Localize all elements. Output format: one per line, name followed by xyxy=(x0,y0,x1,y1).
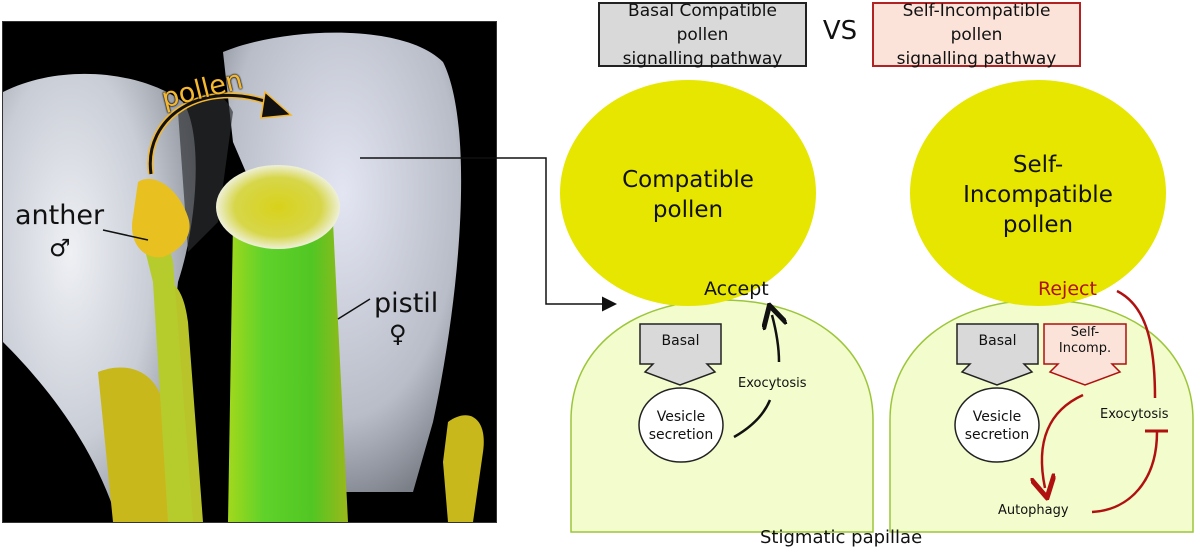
connector-arrow xyxy=(360,157,617,312)
reject-label: Reject xyxy=(1038,278,1097,300)
autophagy-label: Autophagy xyxy=(998,503,1069,518)
flower-illustration xyxy=(3,22,496,522)
si-box-line1: Self- xyxy=(1070,325,1100,340)
vesicle-si-line2: secretion xyxy=(964,427,1030,443)
right-petal xyxy=(223,32,462,492)
autophagy-inhibits-exocytosis xyxy=(1091,431,1159,514)
exocytosis-arrow xyxy=(772,315,779,363)
vesicle-si-line1: Vesicle xyxy=(972,409,1022,425)
vesicle-label: Vesicle secretion xyxy=(640,408,722,444)
compatible-pollen-label: Compatible pollen xyxy=(600,165,776,225)
basal-pathway-header: Basal Compatible pollen signalling pathw… xyxy=(598,0,807,69)
accept-label: Accept xyxy=(704,278,769,300)
exocytosis-to-reject-line xyxy=(1116,289,1157,399)
si-box-line2: Incomp. xyxy=(1058,341,1112,356)
basal-signal-box-si xyxy=(956,323,1039,386)
male-symbol-icon: ♂ xyxy=(49,234,71,262)
basal-header-line2: signalling pathway xyxy=(622,48,783,69)
exocytosis-label: Exocytosis xyxy=(738,376,807,391)
autophagy-arrow xyxy=(1042,393,1084,488)
basal-box-label-si: Basal xyxy=(978,333,1017,349)
compatible-pollen-grain xyxy=(560,80,816,306)
incompatible-pollen-grain xyxy=(910,80,1166,306)
vesicle-secretion-node xyxy=(638,387,724,463)
basal-box-label: Basal xyxy=(661,333,700,349)
compatible-pollen-line1: Compatible xyxy=(622,167,754,193)
incompatible-pollen-label: Self- Incompatible pollen xyxy=(950,150,1126,240)
pistil-shape xyxy=(228,222,348,522)
pollen-arrow-head-icon xyxy=(260,90,293,119)
vesicle-line2: secretion xyxy=(648,427,714,443)
si-pollen-line1: Self- xyxy=(1012,152,1064,178)
vs-label: VS xyxy=(822,16,858,46)
female-symbol-icon: ♀ xyxy=(389,320,407,348)
flower-photo: pollen anther ♂ pistil ♀ xyxy=(2,21,497,523)
si-pollen-line3: pollen xyxy=(1002,212,1074,238)
vesicle-label-si: Vesicle secretion xyxy=(956,408,1038,444)
si-header-line2: signalling pathway xyxy=(896,48,1057,69)
anther-label: anther xyxy=(15,200,105,231)
vesicle-line1: Vesicle xyxy=(656,409,706,425)
basal-header-line1: Basal Compatible pollen xyxy=(628,0,777,45)
compatible-pollen-line2: pollen xyxy=(652,197,724,223)
stigma-shape xyxy=(216,165,340,249)
vesicle-secretion-node-si xyxy=(954,387,1040,463)
exocytosis-label-si: Exocytosis xyxy=(1100,407,1169,422)
si-pollen-line2: Incompatible xyxy=(963,182,1113,208)
self-incompatible-pathway-header: Self-Incompatible pollen signalling path… xyxy=(872,0,1081,69)
pistil-label: pistil xyxy=(374,288,439,319)
anther-shape xyxy=(132,178,190,258)
basal-signal-box xyxy=(639,323,722,386)
self-incompatible-signal-box xyxy=(1043,323,1127,386)
stigmatic-papillae-label: Stigmatic papillae xyxy=(760,527,923,548)
si-header-line1: Self-Incompatible pollen xyxy=(902,0,1051,45)
si-box-label: Self- Incomp. xyxy=(1044,325,1126,357)
